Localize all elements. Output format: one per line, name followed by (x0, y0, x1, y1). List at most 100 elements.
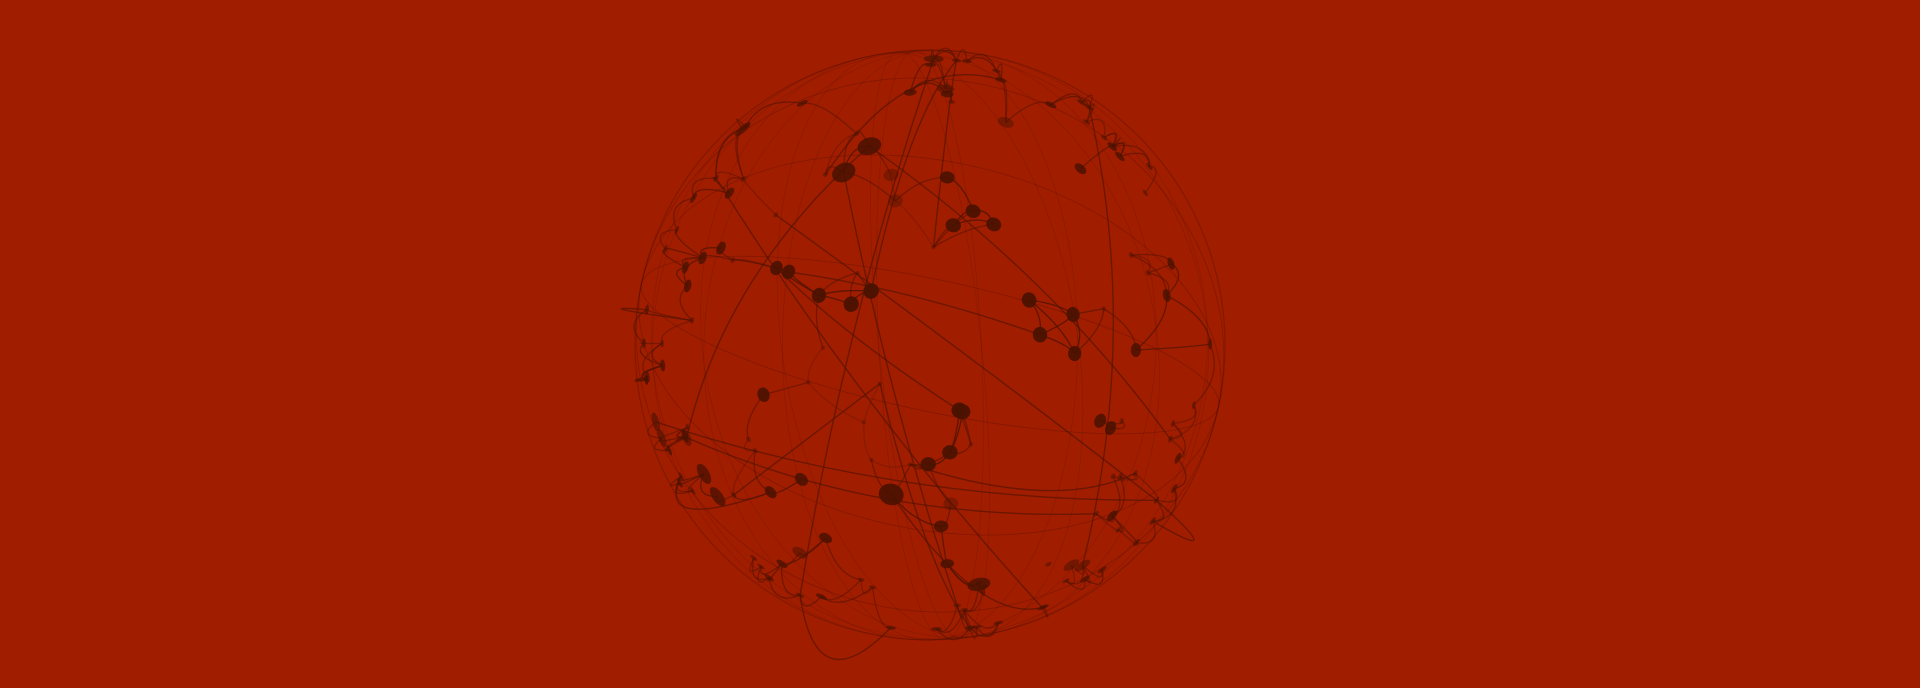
network-node (961, 59, 972, 64)
network-link (1065, 579, 1086, 590)
network-link (735, 128, 745, 180)
network-link (1103, 132, 1118, 147)
network-link (1135, 343, 1211, 351)
network-link (751, 557, 770, 581)
network-link (691, 177, 717, 199)
network-link (1172, 404, 1197, 425)
network-node (1145, 269, 1151, 277)
network-node (863, 283, 879, 299)
network-arc (1081, 107, 1114, 566)
network-node (1107, 510, 1118, 522)
network-node (924, 62, 937, 67)
network-node (792, 546, 808, 559)
network-node (883, 168, 899, 182)
network-node (819, 532, 833, 544)
network-node (806, 380, 811, 385)
network-node (764, 574, 774, 582)
network-node (1171, 483, 1178, 494)
network-link (781, 563, 801, 597)
network-link (1050, 95, 1090, 108)
network-node (674, 225, 680, 234)
network-node (716, 241, 726, 255)
network-link (870, 459, 911, 468)
network-node (1077, 99, 1087, 106)
network-node (757, 563, 765, 570)
network-node (731, 491, 737, 498)
network-link (995, 63, 1003, 81)
network-link (1144, 165, 1157, 194)
network-node (1074, 163, 1087, 175)
network-node (681, 429, 692, 446)
network-node (1062, 578, 1070, 584)
network-node (741, 123, 750, 131)
network-node (698, 251, 707, 265)
network-node (1032, 326, 1048, 343)
network-node (942, 445, 958, 460)
network-node (683, 279, 692, 293)
network-node (1097, 566, 1107, 574)
network-node (750, 554, 758, 561)
network-node (1101, 306, 1107, 312)
network-node (1132, 470, 1138, 477)
network-node (1168, 435, 1173, 443)
network-node (1115, 526, 1122, 533)
network-node (1130, 342, 1142, 358)
network-node (964, 625, 976, 630)
network-link (1119, 152, 1151, 167)
network-link (635, 376, 648, 382)
network-arc (879, 383, 971, 629)
network-link (1086, 118, 1106, 138)
network-link (1112, 475, 1126, 482)
network-link (753, 450, 771, 493)
network-link (1005, 101, 1052, 123)
network-node (740, 176, 747, 183)
network-node (1084, 104, 1094, 111)
network-node (1117, 473, 1123, 479)
network-node (681, 261, 689, 274)
network-arc (788, 271, 1041, 336)
network-arc (675, 476, 771, 510)
network-node (645, 371, 650, 383)
network-node (685, 423, 690, 431)
network-link (1112, 472, 1137, 481)
network-node (843, 296, 859, 312)
network-link (969, 622, 1000, 638)
network-link (966, 57, 1002, 81)
network-node (815, 593, 827, 600)
network-link (807, 381, 865, 423)
network-node (730, 257, 735, 263)
network-node (690, 193, 698, 204)
network-link (863, 422, 872, 461)
network-link (639, 342, 663, 367)
network-node (770, 260, 783, 276)
network-node (948, 100, 955, 104)
network-node (1119, 417, 1124, 424)
network-node (1162, 288, 1171, 303)
network-link (673, 197, 694, 231)
network-node (1142, 189, 1148, 197)
network-node (1094, 413, 1107, 428)
network-node (857, 137, 882, 156)
network-node (943, 497, 959, 511)
network-link (1082, 565, 1104, 578)
network-link (1170, 422, 1182, 440)
network-node (993, 620, 1004, 625)
network-link (955, 48, 968, 62)
network-node (878, 483, 904, 506)
network-node (931, 245, 936, 250)
network-node (968, 442, 974, 447)
network-node (764, 486, 777, 499)
network-node (933, 520, 949, 533)
network-node (855, 270, 860, 276)
network-arc (799, 58, 935, 596)
network-node (1149, 517, 1156, 525)
network-node (796, 99, 808, 107)
network-node (1066, 306, 1080, 323)
network-node (690, 487, 696, 495)
network-node (1045, 101, 1057, 109)
network-node (822, 172, 829, 177)
network-node (811, 287, 827, 303)
network-arc (775, 267, 960, 411)
